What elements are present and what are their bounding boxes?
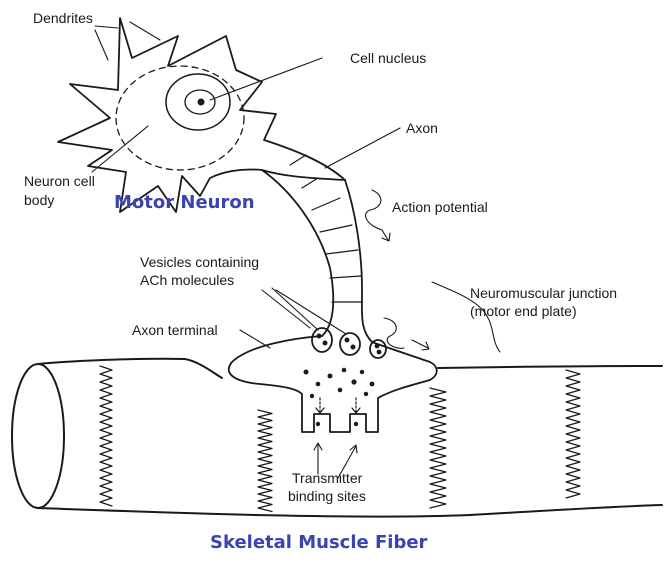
label-transmitter-line2: binding sites xyxy=(288,488,366,505)
label-vesicles-line1: Vesicles containing xyxy=(140,254,259,271)
label-action-potential: Action potential xyxy=(392,199,488,216)
label-axon-terminal: Axon terminal xyxy=(132,322,218,339)
label-transmitter-line1: Transmitter xyxy=(292,470,362,487)
label-axon: Axon xyxy=(406,120,438,137)
title-skeletal-muscle-fiber: Skeletal Muscle Fiber xyxy=(210,532,427,553)
label-nmj-line2: (motor end plate) xyxy=(470,303,577,320)
axon xyxy=(262,155,372,342)
label-cell-nucleus: Cell nucleus xyxy=(350,50,426,67)
label-neuron-cell-body-line1: Neuron cell xyxy=(24,173,95,190)
label-nmj-line1: Neuromuscular junction xyxy=(470,285,617,302)
label-dendrites: Dendrites xyxy=(33,10,93,27)
title-motor-neuron: Motor Neuron xyxy=(114,192,255,213)
label-neuron-cell-body-line2: body xyxy=(24,192,54,209)
neuron-cell-body xyxy=(58,18,345,212)
label-vesicles-line2: ACh molecules xyxy=(140,272,234,289)
